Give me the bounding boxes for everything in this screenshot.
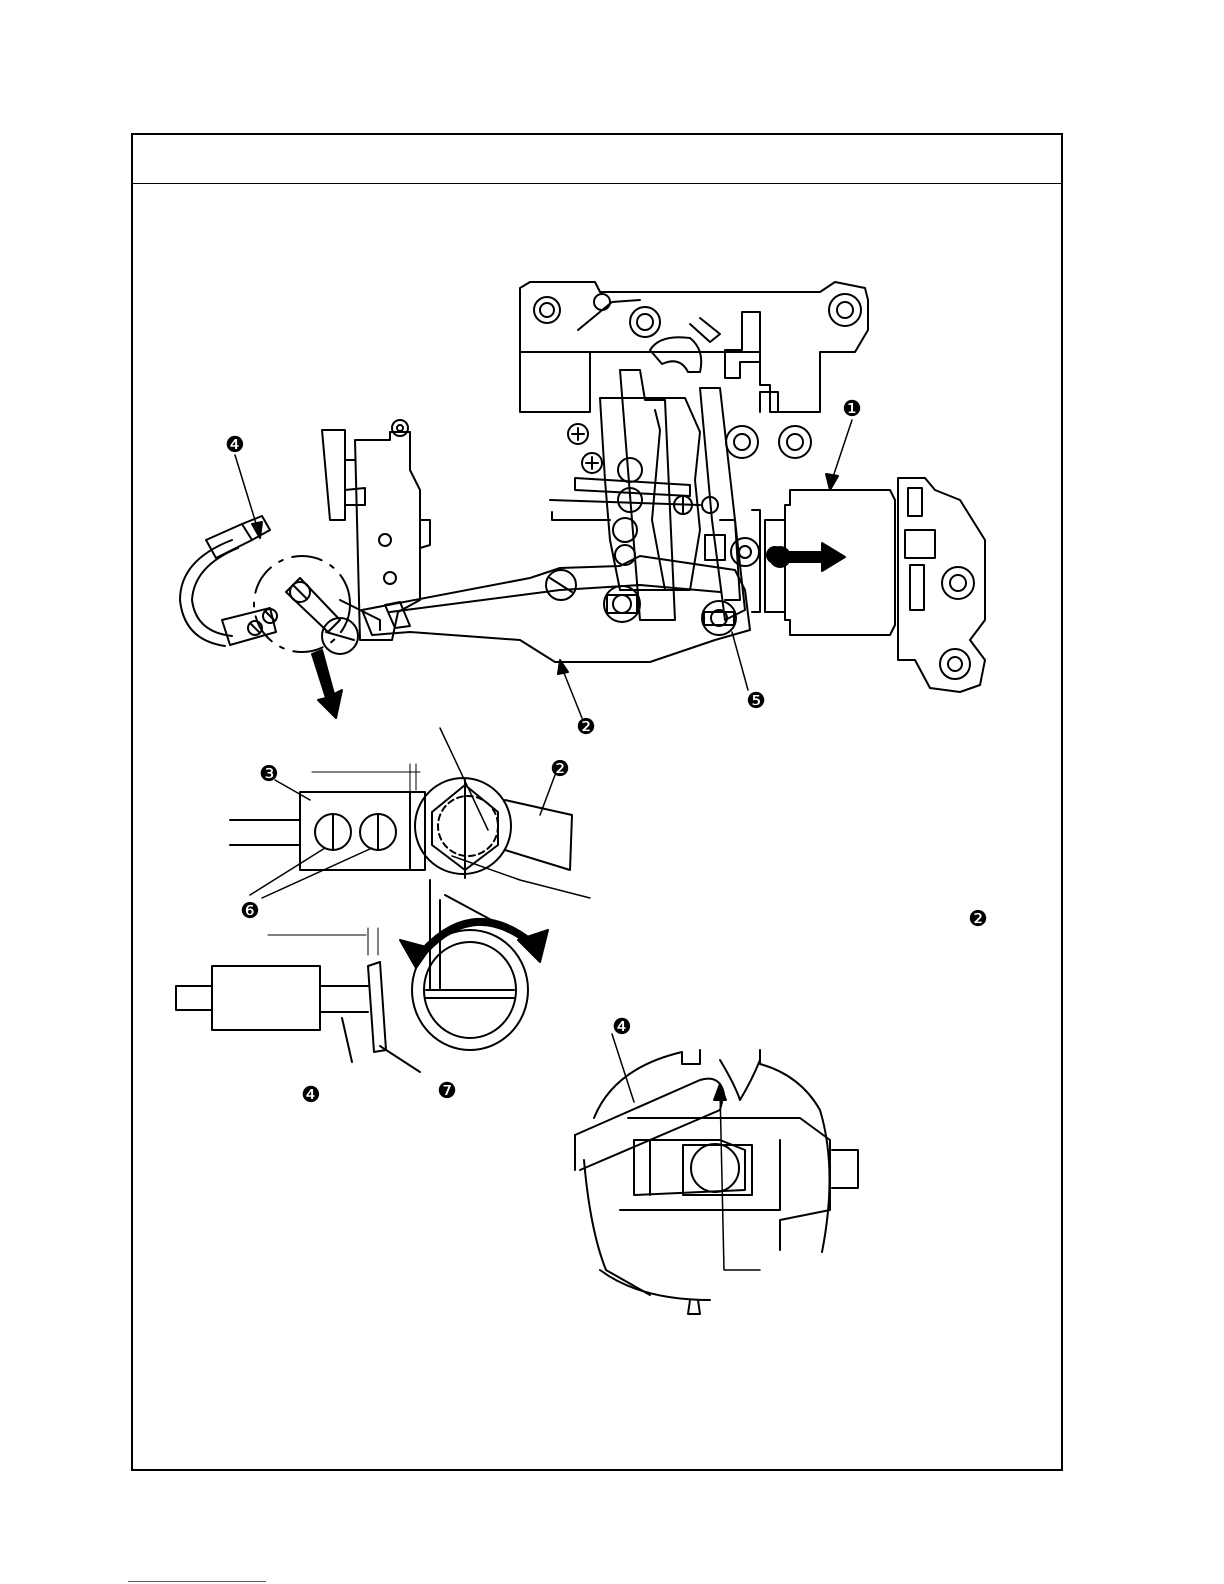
upper-assembly [322,282,985,692]
callout-3: ❸ [259,762,279,787]
detail-arrow [312,650,342,718]
callout-1: ❶ [842,397,862,422]
pull-arrow [770,543,845,571]
detail-view-bobbin [575,1034,858,1314]
callout-2-link: ❷ [576,715,596,740]
callout-4-bobbin: ❹ [612,1015,632,1040]
detail-view-rod [176,928,420,1072]
footer-link-rule [128,1581,266,1582]
detail-view-collar [230,728,590,1050]
callout-2-detail: ❷ [550,757,570,782]
callout-6: ❻ [240,899,260,924]
callout-4-rod: ❹ [301,1083,321,1108]
callout-2-text: ❷ [968,907,988,932]
callout-7: ❼ [437,1079,457,1104]
callout-5: ❺ [746,689,766,714]
wire-clamp [180,516,380,654]
callout-4-top: ❹ [225,433,245,458]
